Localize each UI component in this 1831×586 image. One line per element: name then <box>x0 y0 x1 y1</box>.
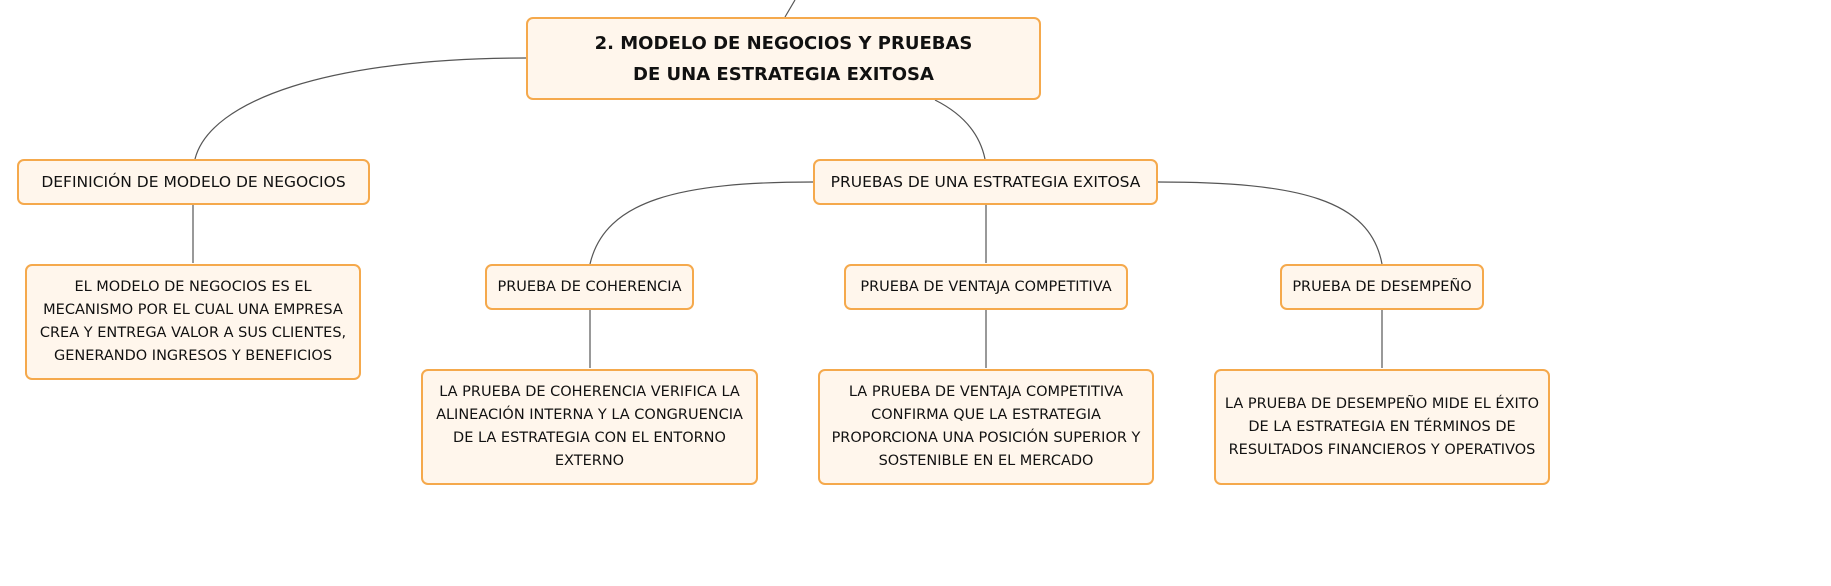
coherencia-node[interactable]: PRUEBA DE COHERENCIA <box>485 264 694 310</box>
ventaja-detail-node[interactable]: LA PRUEBA DE VENTAJA COMPETITIVA CONFIRM… <box>818 369 1154 485</box>
definicion-detail-node[interactable]: EL MODELO DE NEGOCIOS ES EL MECANISMO PO… <box>25 264 361 380</box>
definicion-node[interactable]: DEFINICIÓN DE MODELO DE NEGOCIOS <box>17 159 370 205</box>
link-root-definicion <box>194 57 527 160</box>
ventaja-label: PRUEBA DE VENTAJA COMPETITIVA <box>860 278 1112 295</box>
ventaja-detail-text: LA PRUEBA DE VENTAJA COMPETITIVA CONFIRM… <box>831 384 1141 469</box>
desempeno-detail-text: LA PRUEBA DE DESEMPEÑO MIDE EL ÉXITO DE … <box>1224 395 1540 458</box>
pruebas-label: PRUEBAS DE UNA ESTRATEGIA EXITOSA <box>830 172 1141 191</box>
desempeno-label: PRUEBA DE DESEMPEÑO <box>1292 278 1472 295</box>
definicion-label: DEFINICIÓN DE MODELO DE NEGOCIOS <box>41 172 346 191</box>
link-pruebas-desempeno <box>1157 181 1383 265</box>
coherencia-label: PRUEBA DE COHERENCIA <box>497 278 682 295</box>
ventaja-node[interactable]: PRUEBA DE VENTAJA COMPETITIVA <box>844 264 1128 310</box>
root-label: 2. MODELO DE NEGOCIOS Y PRUEBAS DE UNA E… <box>594 32 973 85</box>
link-root-pruebas <box>934 99 986 160</box>
desempeno-detail-node[interactable]: LA PRUEBA DE DESEMPEÑO MIDE EL ÉXITO DE … <box>1214 369 1550 485</box>
pruebas-node[interactable]: PRUEBAS DE UNA ESTRATEGIA EXITOSA <box>813 159 1158 205</box>
root-node[interactable]: 2. MODELO DE NEGOCIOS Y PRUEBAS DE UNA E… <box>526 17 1041 100</box>
definicion-detail-text: EL MODELO DE NEGOCIOS ES EL MECANISMO PO… <box>39 279 347 364</box>
link-parent <box>784 0 796 18</box>
desempeno-node[interactable]: PRUEBA DE DESEMPEÑO <box>1280 264 1484 310</box>
coherencia-detail-node[interactable]: LA PRUEBA DE COHERENCIA VERIFICA LA ALIN… <box>421 369 758 485</box>
link-pruebas-coherencia <box>589 181 814 265</box>
coherencia-detail-text: LA PRUEBA DE COHERENCIA VERIFICA LA ALIN… <box>436 384 743 469</box>
